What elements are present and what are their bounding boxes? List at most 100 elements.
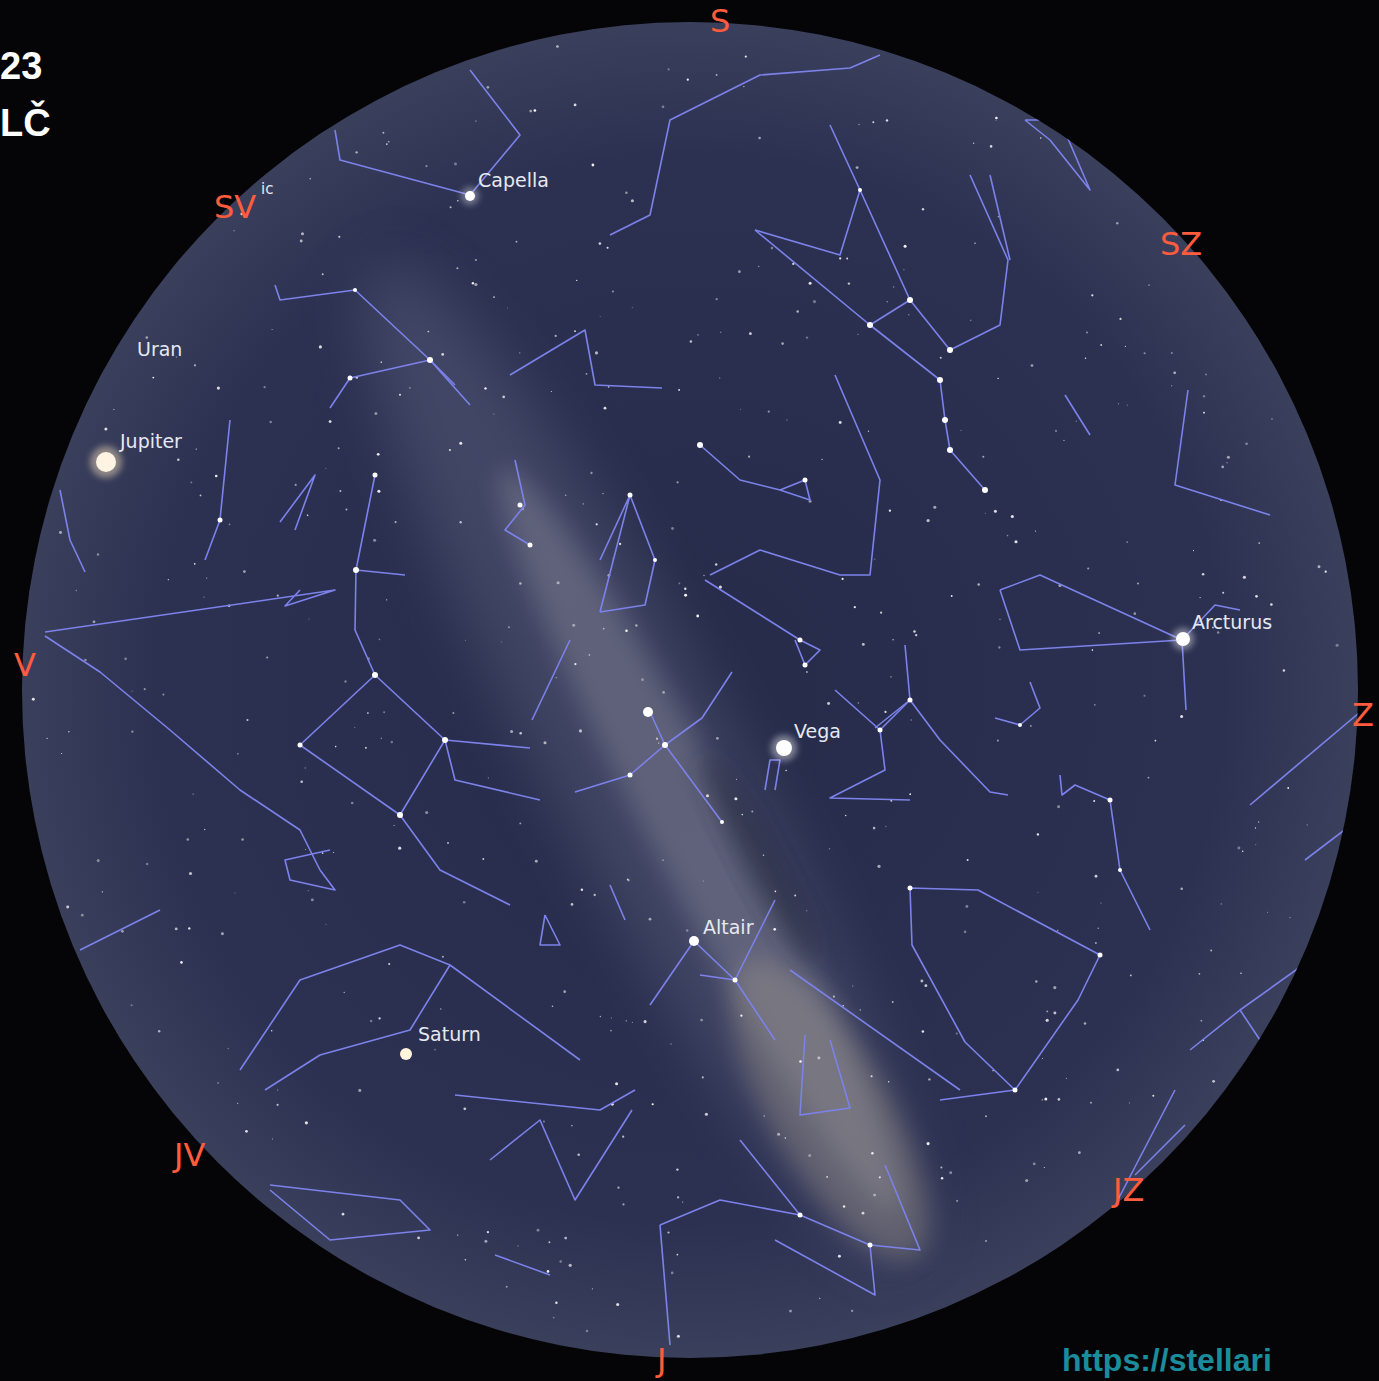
faint-star [454, 163, 457, 166]
faint-star [1100, 344, 1102, 346]
faint-star [97, 553, 100, 556]
faint-star [228, 1048, 229, 1049]
source-url: https://stellari [1062, 1343, 1272, 1378]
faint-star [450, 206, 452, 208]
faint-star [399, 394, 401, 396]
faint-star [622, 1136, 624, 1138]
faint-star [519, 352, 520, 353]
faint-star [1242, 851, 1243, 852]
faint-star [635, 624, 637, 626]
faint-star [600, 1016, 601, 1017]
faint-star [684, 594, 687, 597]
faint-star [519, 822, 521, 824]
faint-star [266, 656, 268, 658]
faint-star [833, 996, 835, 998]
faint-star [622, 1203, 624, 1205]
faint-star [339, 490, 341, 492]
faint-star [1203, 412, 1205, 414]
faint-star [358, 1089, 361, 1092]
faint-star [1125, 346, 1126, 347]
faint-star [574, 104, 577, 107]
faint-star [842, 578, 844, 580]
faint-star [229, 523, 231, 525]
faint-star [602, 493, 603, 494]
faint-star [1255, 595, 1258, 598]
faint-star [990, 145, 993, 148]
object-name: Altair [703, 917, 753, 938]
faint-star [388, 963, 390, 965]
faint-star [206, 577, 207, 578]
faint-star [556, 45, 559, 48]
faint-star [1171, 385, 1172, 386]
faint-star [1126, 541, 1128, 543]
faint-star [874, 558, 875, 559]
faint-star [338, 236, 340, 238]
faint-star [594, 894, 596, 896]
faint-star [848, 282, 850, 284]
faint-star [1130, 974, 1132, 976]
faint-star [888, 1081, 889, 1082]
faint-star [493, 413, 494, 414]
faint-star [1222, 592, 1224, 594]
faint-star [799, 1060, 802, 1063]
faint-star [1221, 903, 1222, 904]
faint-star [1155, 740, 1157, 742]
faint-star [233, 230, 234, 231]
faint-star [529, 110, 532, 113]
faint-star [808, 1154, 811, 1157]
faint-star [964, 931, 967, 934]
faint-star [517, 1245, 518, 1246]
faint-star [839, 257, 841, 259]
faint-star [1255, 827, 1256, 828]
faint-star [271, 1030, 273, 1032]
faint-star [351, 802, 353, 804]
faint-star [738, 270, 741, 273]
faint-star [940, 357, 942, 359]
faint-star [703, 881, 704, 882]
faint-star [1336, 644, 1339, 647]
faint-star [967, 859, 969, 861]
faint-star [662, 859, 663, 860]
faint-star [301, 232, 304, 235]
faint-star [670, 1043, 671, 1044]
compass-direction: JZ [1113, 1173, 1144, 1208]
faint-star [46, 738, 47, 739]
faint-star [237, 1103, 238, 1104]
faint-star [933, 506, 936, 509]
faint-star [555, 335, 557, 337]
faint-star [245, 1130, 248, 1133]
faint-star [487, 86, 490, 89]
faint-star [428, 331, 430, 333]
faint-star [465, 1259, 467, 1261]
faint-star [827, 702, 830, 705]
faint-star [1199, 597, 1200, 598]
faint-star [1042, 1099, 1043, 1100]
faint-star [447, 842, 449, 844]
faint-star [190, 481, 192, 483]
faint-star [300, 240, 303, 243]
faint-star [1325, 571, 1327, 573]
faint-star [576, 280, 577, 281]
faint-star [556, 677, 557, 678]
sky-dome [22, 22, 1358, 1358]
faint-star [1148, 285, 1149, 286]
faint-star [781, 342, 784, 345]
faint-star [1040, 137, 1042, 139]
faint-star [1095, 942, 1097, 944]
faint-star [308, 890, 309, 891]
faint-star [460, 521, 462, 523]
faint-star [563, 990, 566, 993]
compass-direction: SV [214, 190, 256, 225]
faint-star [76, 590, 77, 591]
faint-star [507, 307, 508, 308]
faint-star [785, 770, 786, 771]
faint-star [61, 753, 62, 754]
compass-direction: V [14, 648, 36, 683]
faint-star [335, 746, 337, 748]
faint-star [628, 879, 630, 881]
faint-star [662, 691, 665, 694]
faint-star [187, 838, 189, 840]
faint-star [821, 459, 822, 460]
faint-star [564, 1237, 567, 1240]
faint-star [703, 575, 704, 576]
